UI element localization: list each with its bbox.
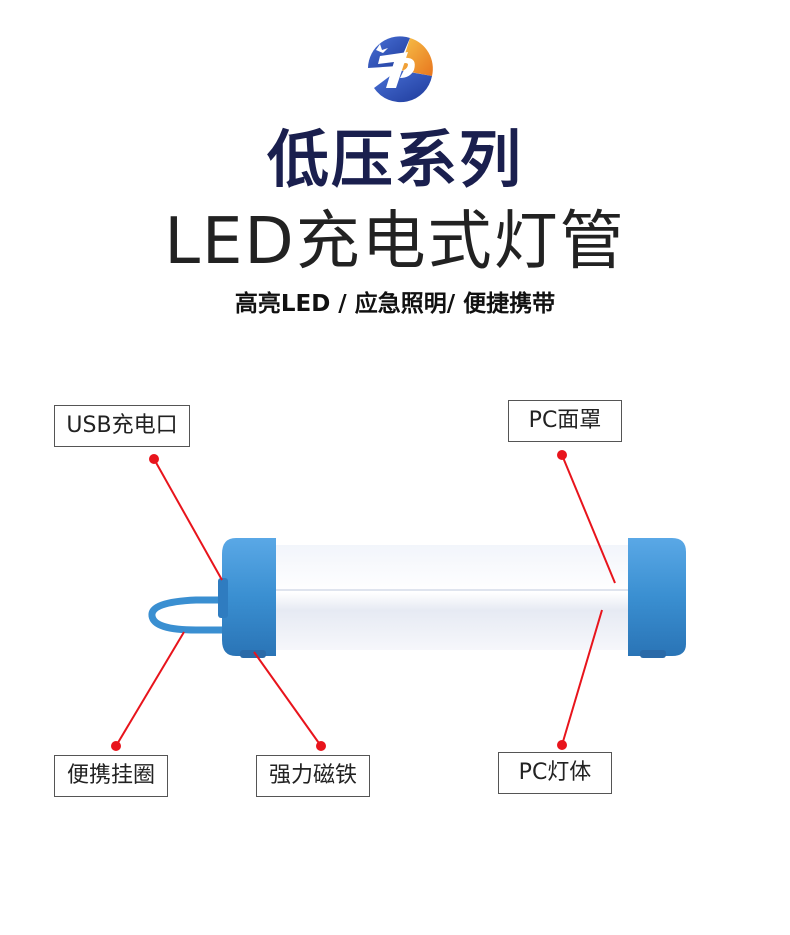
label-pc-cover: PC面罩: [508, 400, 622, 442]
product-subtitle: LED充电式灯管: [164, 205, 626, 279]
label-hanging-loop: 便携挂圈: [54, 755, 168, 797]
brand-logo: [368, 36, 433, 103]
tube-body: [260, 545, 640, 650]
feature-tagline: 高亮LED / 应急照明/ 便捷携带: [234, 291, 556, 317]
left-end-cap: [222, 538, 276, 656]
hanging-loop-shape: [148, 596, 236, 634]
label-magnet: 强力磁铁: [256, 755, 370, 797]
page-title: 低压系列: [266, 123, 523, 196]
label-usb-port: USB充电口: [54, 405, 190, 447]
label-pc-body: PC灯体: [498, 752, 612, 794]
right-end-cap: [628, 538, 686, 656]
